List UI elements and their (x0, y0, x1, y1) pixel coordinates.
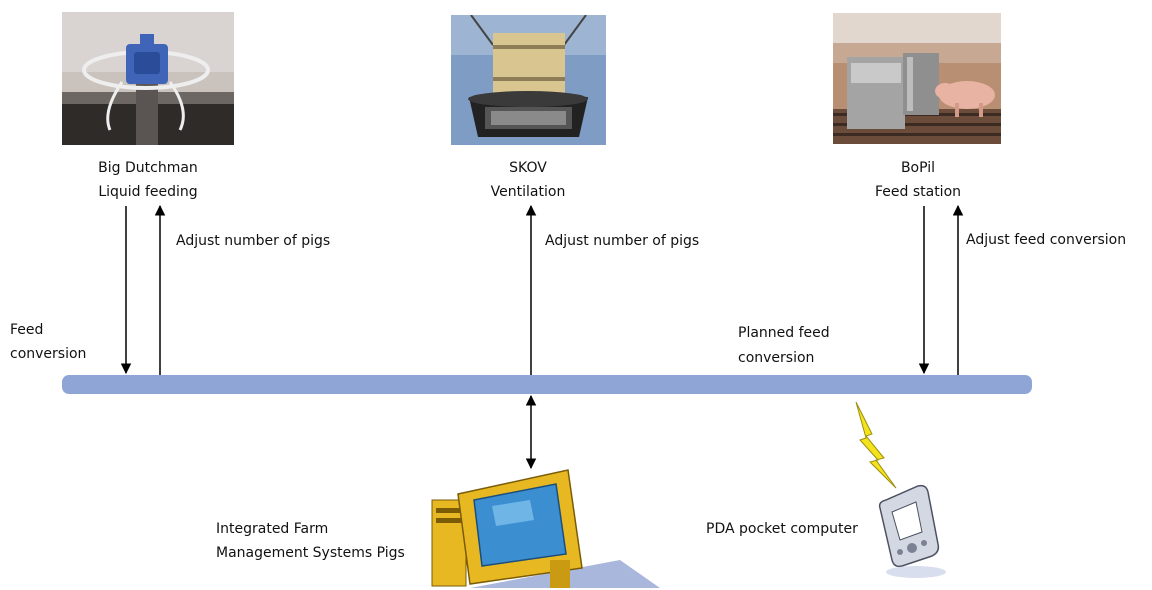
ventilation-fan-photo (451, 15, 606, 145)
label-adjust-pigs-feeding: Adjust number of pigs (176, 233, 331, 249)
pda-label: PDA pocket computer (706, 521, 858, 537)
desktop-computer-icon (431, 469, 660, 588)
device-name-skov: SKOV (509, 160, 547, 176)
label-adjust-feed-conversion: Adjust feed conversion (966, 232, 1127, 248)
label-feed-conversion-line1: Feed (10, 322, 44, 338)
label-planned-feed-line1: Planned feed (738, 325, 830, 341)
management-system-label-line2: Management Systems Pigs (216, 545, 405, 561)
feed-station-photo (833, 13, 1001, 144)
lightning-bolt-icon (855, 401, 897, 489)
liquid-feeding-photo (62, 12, 234, 145)
network-bus (62, 375, 1032, 394)
pda-icon (878, 484, 946, 578)
device-function-liquid-feeding: Liquid feeding (98, 184, 198, 200)
label-planned-feed-line2: conversion (738, 350, 815, 366)
label-adjust-pigs-ventilation: Adjust number of pigs (545, 233, 700, 249)
device-function-ventilation: Ventilation (490, 184, 566, 200)
device-name-big-dutchman: Big Dutchman (98, 160, 198, 176)
device-function-feed-station: Feed station (874, 184, 962, 200)
management-system-label-line1: Integrated Farm (216, 521, 329, 537)
label-feed-conversion-line2: conversion (10, 346, 87, 362)
device-name-bopil: BoPil (900, 160, 936, 176)
